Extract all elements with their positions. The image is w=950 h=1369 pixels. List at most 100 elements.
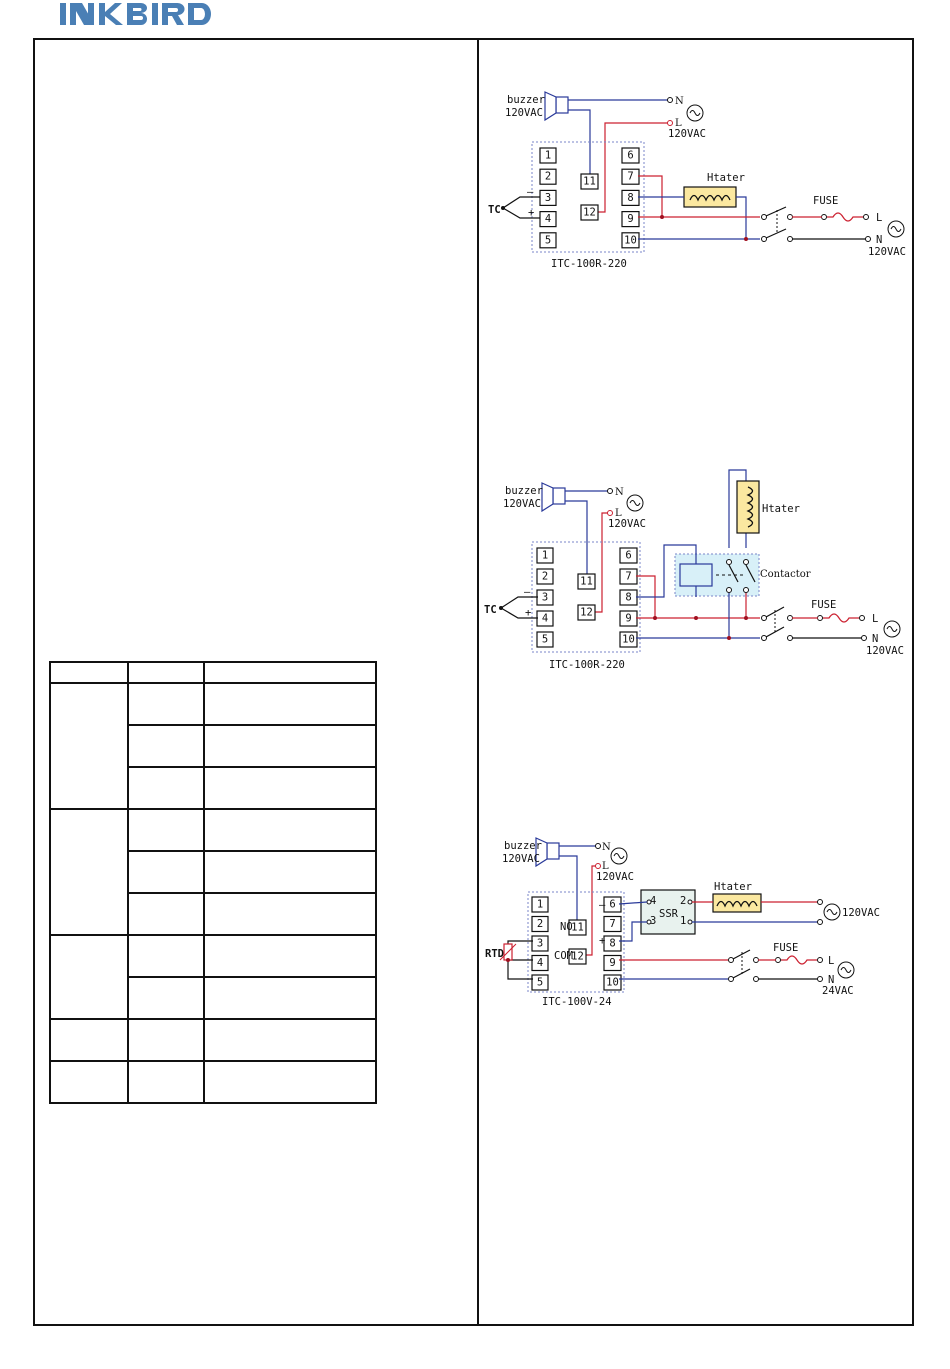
buzzer-label: buzzer — [507, 94, 545, 106]
terminal-number: 8 — [625, 592, 631, 604]
table-row — [49, 934, 377, 1020]
table-row — [49, 1060, 377, 1104]
terminal-number: 9 — [609, 957, 615, 969]
fuse-label: FUSE — [811, 599, 836, 611]
com-label: COM — [554, 950, 573, 962]
terminal-box — [603, 896, 622, 913]
table-row — [50, 850, 377, 894]
buzzer-icon — [535, 837, 560, 868]
terminal-number: 5 — [537, 977, 543, 989]
buzzer-voltage: 120VAC — [502, 853, 540, 865]
heater-icon — [736, 480, 760, 534]
double-pole-switch — [761, 606, 793, 641]
terminal-box — [619, 547, 638, 564]
table-header-row — [49, 661, 377, 684]
terminal-number: 10 — [622, 634, 635, 646]
n-label: N — [615, 487, 624, 498]
terminal-number: 3 — [542, 592, 548, 604]
terminal-box — [539, 211, 557, 228]
terminal-box — [531, 896, 549, 913]
supply-right-label: 120VAC — [868, 246, 906, 258]
terminal-number: 6 — [627, 150, 633, 162]
terminal-box — [621, 189, 640, 206]
n-label: N — [675, 96, 684, 107]
l-label: L — [615, 508, 622, 519]
terminal-number: 8 — [627, 192, 633, 204]
terminal-box — [603, 954, 622, 972]
terminal-number: 8 — [609, 938, 615, 950]
terminal-number: 3 — [537, 938, 543, 950]
model-label: ITC-100R-220 — [551, 258, 627, 270]
table-row — [49, 1018, 377, 1062]
contactor-label: Contactor — [760, 569, 811, 580]
terminal-number: 12 — [580, 607, 593, 619]
model-label: ITC-100V-24 — [542, 996, 612, 1008]
contactor-coil — [679, 563, 713, 587]
terminal-box — [603, 974, 622, 991]
buzzer-icon — [541, 482, 566, 513]
supply-right-label: 120VAC — [866, 645, 904, 657]
terminal-number: 6 — [609, 899, 615, 911]
terminal-number: 7 — [627, 171, 633, 183]
terminal-box — [539, 147, 557, 164]
buzzer-label: buzzer — [504, 840, 542, 852]
terminal-number: 12 — [571, 951, 584, 963]
terminal-box — [603, 935, 622, 952]
terminal-box — [568, 919, 587, 936]
spec-table — [49, 661, 377, 1104]
heater-supply-label: 120VAC — [842, 907, 880, 919]
terminal-box — [580, 204, 599, 221]
minus-sign: – — [599, 899, 606, 911]
terminal-box — [621, 147, 640, 164]
table-row — [50, 892, 377, 936]
terminal-box — [621, 232, 640, 249]
terminal-number: 4 — [545, 213, 551, 225]
terminal-box — [536, 631, 554, 648]
terminal-number: 10 — [624, 234, 637, 246]
heater-label: Htater — [707, 172, 745, 184]
line-l-label: L — [872, 613, 878, 625]
terminal-number: 9 — [627, 213, 633, 225]
ssr-pin-2: 2 — [680, 895, 686, 907]
table-row — [49, 808, 377, 936]
terminal-box — [539, 168, 557, 185]
line-l-label: L — [828, 955, 834, 967]
heater-label: Htater — [762, 503, 800, 515]
terminal-box — [536, 568, 554, 585]
fuse-label: FUSE — [773, 942, 798, 954]
terminal-number: 5 — [542, 634, 548, 646]
ssr-module — [640, 889, 696, 935]
double-pole-switch — [761, 206, 793, 242]
terminal-number: 1 — [537, 899, 543, 911]
plus-sign: + — [525, 607, 531, 619]
terminal-box — [531, 935, 549, 952]
buzzer-voltage: 120VAC — [503, 498, 541, 510]
terminal-box — [539, 189, 557, 206]
inkbird-logo — [60, 2, 211, 25]
table-row — [50, 976, 377, 1020]
terminal-box — [580, 173, 599, 190]
terminal-number: 11 — [571, 922, 584, 934]
terminal-number: 2 — [537, 918, 543, 930]
terminal-number: 12 — [583, 207, 596, 219]
plus-sign: + — [528, 207, 534, 219]
table-row — [50, 766, 377, 810]
heater-icon — [712, 893, 762, 913]
terminal-box — [603, 915, 622, 933]
terminal-number: 4 — [537, 957, 543, 969]
terminal-box — [531, 974, 549, 991]
terminal-number: 11 — [583, 176, 596, 188]
n-label: N — [602, 842, 611, 853]
tc-label: TC — [484, 604, 497, 616]
terminal-box — [539, 232, 557, 249]
terminal-number: 10 — [606, 977, 619, 989]
rtd-label: RTD — [485, 948, 504, 960]
terminal-box — [568, 948, 587, 965]
terminal-box — [621, 211, 640, 228]
